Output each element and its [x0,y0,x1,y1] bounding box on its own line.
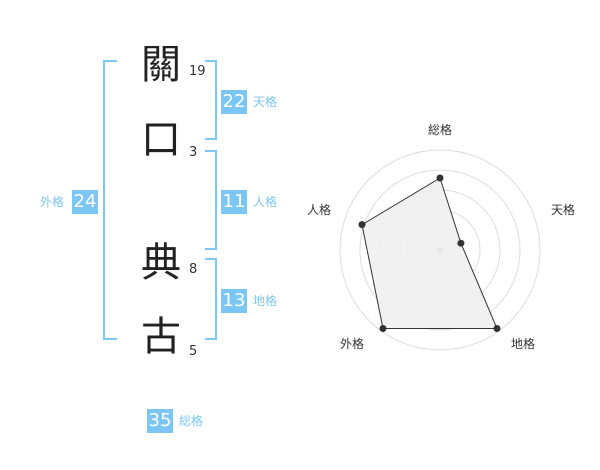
chikaku-label: 地格 [253,294,278,308]
tenkaku-bracket [205,60,217,140]
radar-point-3 [493,324,501,332]
radar-series-polygon [361,177,498,329]
gaikaku-score-badge: 24 [72,190,98,214]
name-char-4: 古 [141,314,181,360]
radar-point-4 [379,324,387,332]
stroke-count-4: 5 [189,344,198,359]
radar-point-2 [457,239,465,247]
jinkaku-bracket [205,150,217,250]
radar-axis-label-tenkaku: 天格 [551,203,576,217]
name-char-1: 關 [141,42,181,88]
tenkaku-label: 天格 [253,95,278,109]
name-char-2: 口 [141,117,181,163]
radar-axis-label-soukaku: 総格 [428,123,453,137]
gaikaku-label: 外格 [40,195,65,209]
chikaku-score-badge: 13 [221,289,247,313]
stroke-count-2: 3 [189,145,198,160]
radar-axis-label-chikaku: 地格 [511,337,536,351]
tenkaku-score-badge: 22 [221,90,247,114]
radar-point-1 [436,174,444,182]
stroke-count-3: 8 [189,262,198,277]
jinkaku-label: 人格 [253,195,278,209]
radar-axis-label-gaikaku: 外格 [340,337,365,351]
gaikaku-bracket [103,60,117,340]
chikaku-bracket [205,258,217,340]
radar-point-5 [358,221,366,229]
soukaku-score-badge: 35 [147,409,173,433]
radar-grid-ring [359,169,521,331]
name-char-3: 典 [141,240,181,286]
radar-axis-label-jinkaku: 人格 [307,203,332,217]
jinkaku-score-badge: 11 [221,190,247,214]
radar-grid-ring [339,149,541,351]
soukaku-label: 総格 [179,414,204,428]
stroke-count-1: 19 [189,64,206,79]
